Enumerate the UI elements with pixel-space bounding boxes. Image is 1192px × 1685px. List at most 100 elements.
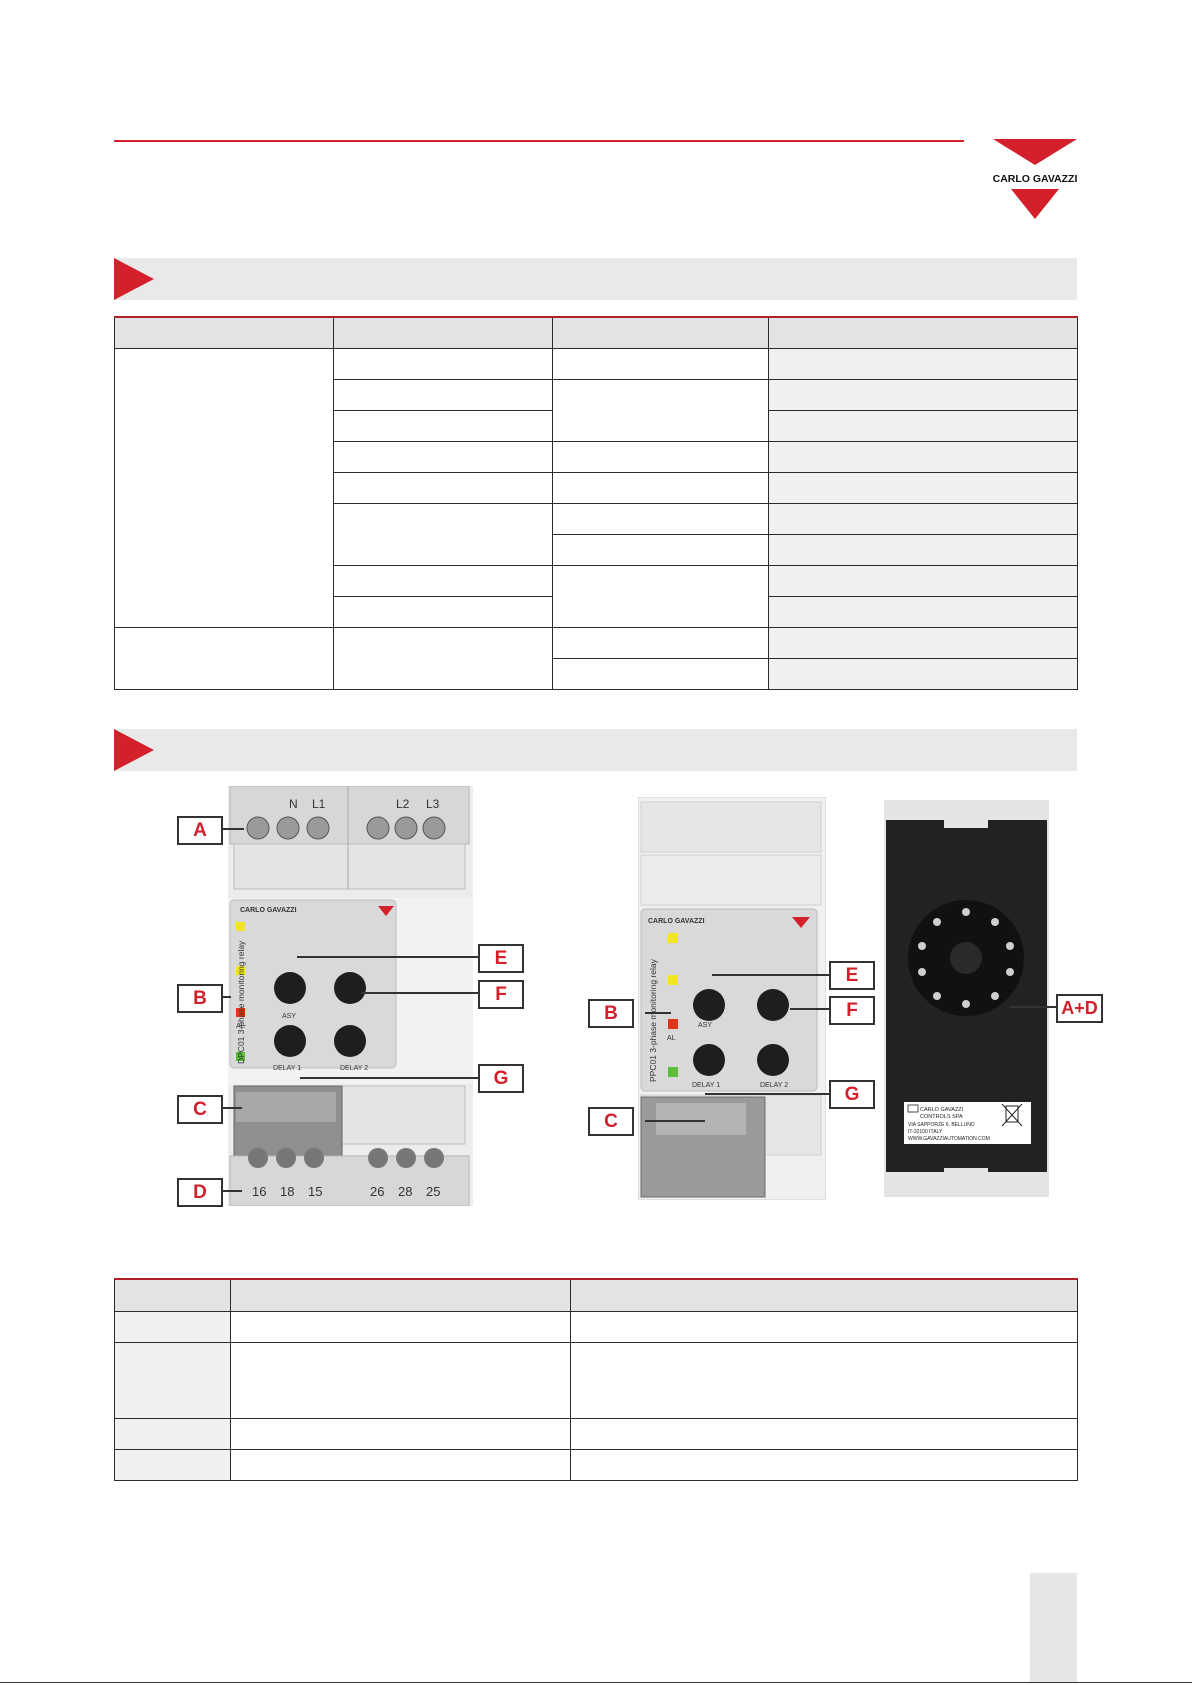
table-cell — [552, 626, 769, 659]
led-green — [668, 1067, 678, 1077]
table-cell — [552, 378, 769, 442]
table-cell — [333, 471, 553, 504]
callout-leader — [645, 1012, 671, 1014]
table-cell — [552, 533, 769, 566]
table-cell — [768, 440, 1078, 473]
table-2-header-cell — [570, 1278, 1078, 1312]
callout-e: E — [829, 961, 875, 990]
label-line: IT-32100 ITALY — [908, 1129, 943, 1135]
table-1-header-cell — [114, 316, 334, 349]
brand-logo: CARLO GAVAZZI — [993, 139, 1077, 219]
product-label — [904, 1102, 1031, 1144]
table-row — [115, 657, 1078, 690]
brand-logo-text: CARLO GAVAZZI — [993, 173, 1077, 185]
socket-pins — [918, 908, 1014, 1008]
front-panel — [640, 908, 818, 1092]
page-number-box — [1030, 1573, 1077, 1683]
section-marker-icon — [114, 729, 154, 771]
led-label: AL — [667, 1035, 676, 1042]
callout-g: G — [478, 1064, 524, 1093]
table-cell — [333, 409, 553, 442]
bottom-terminal-screws — [248, 1148, 444, 1168]
table-cell — [552, 347, 769, 380]
table-cell — [768, 564, 1078, 597]
table-1-header-cell — [768, 316, 1078, 349]
table-cell — [768, 347, 1078, 380]
callout-b: B — [177, 984, 223, 1013]
table-1-header-cell — [552, 316, 769, 349]
table-cell — [552, 657, 769, 690]
terminal-label: L2 — [396, 797, 410, 811]
panel-logo-icon — [792, 917, 810, 928]
led-label: AL — [236, 1023, 245, 1030]
table-2 — [114, 1278, 1078, 1481]
knob-label: DELAY 2 — [340, 1065, 368, 1072]
weee-bin-icon — [1001, 1103, 1023, 1127]
table-cell — [552, 564, 769, 628]
table-row — [114, 626, 1078, 690]
table-1-header-row — [114, 316, 1078, 349]
terminal-label: 18 — [280, 1184, 294, 1199]
device-plugin-relay: CARLO GAVAZZI AL PPC01 3-phase monitorin… — [638, 797, 826, 1200]
callout-d: D — [177, 1178, 223, 1207]
table-cell — [230, 1341, 571, 1419]
knob-label: ASY — [282, 1013, 296, 1020]
led-red — [236, 1008, 245, 1017]
device-din-relay: N L1 L2 L3 CARLO GAVAZZI AL DPC01 3-phas… — [228, 786, 473, 1206]
terminal-label: 16 — [252, 1184, 266, 1199]
callout-c: C — [177, 1095, 223, 1124]
callout-leader — [712, 974, 834, 976]
label-line: VIA SAPPORZE 6, BELLUNO — [908, 1122, 975, 1128]
knobs — [693, 989, 789, 1076]
mail-icon — [907, 1104, 919, 1113]
led-yellow — [236, 966, 245, 975]
table-cell — [570, 1310, 1078, 1343]
label-line: CARLO GAVAZZI — [920, 1107, 964, 1113]
terminal-label: L1 — [312, 797, 326, 811]
table-cell — [333, 564, 553, 597]
table-row — [114, 1448, 1078, 1481]
table-row — [115, 533, 1078, 566]
table-1-header-cell — [333, 316, 553, 349]
panel-model-text: PPC01 3-phase monitoring relay — [648, 958, 658, 1082]
callout-leader — [218, 1190, 242, 1192]
callout-g: G — [829, 1080, 875, 1109]
table-cell — [114, 1417, 231, 1450]
table-row — [114, 347, 1078, 628]
table-row — [114, 1417, 1078, 1450]
callout-c: C — [588, 1107, 634, 1136]
table-row — [115, 595, 1078, 628]
device-rear-view: CARLO GAVAZZI CONTROLS SPA VIA SAPPORZE … — [884, 800, 1049, 1197]
callout-leader — [705, 1093, 834, 1095]
table-cell — [768, 378, 1078, 411]
panel-brand-text: CARLO GAVAZZI — [240, 907, 297, 914]
table-cell — [333, 626, 553, 690]
table-cell — [333, 502, 553, 566]
callout-leader — [297, 956, 480, 958]
table-cell — [114, 626, 334, 690]
callout-leader — [361, 992, 480, 994]
callout-b: B — [588, 999, 634, 1028]
front-panel — [229, 899, 397, 1069]
table-cell — [114, 347, 334, 628]
table-1 — [114, 316, 1078, 690]
table-cell — [230, 1310, 571, 1343]
callout-a: A — [177, 816, 223, 845]
terminal-label: 26 — [370, 1184, 384, 1199]
callout-leader — [218, 996, 231, 998]
table-cell — [768, 595, 1078, 628]
table-cell — [768, 533, 1078, 566]
table-row — [115, 564, 1078, 628]
terminal-label: 25 — [426, 1184, 440, 1199]
callout-e: E — [478, 944, 524, 973]
callout-leader — [218, 828, 244, 830]
section-header-2 — [114, 729, 1077, 771]
table-cell — [230, 1448, 571, 1481]
table-cell — [552, 471, 769, 504]
callout-f: F — [478, 980, 524, 1009]
label-line: WWW.GAVAZZIAUTOMATION.COM — [908, 1136, 990, 1142]
header-rule — [114, 140, 964, 142]
table-cell — [570, 1448, 1078, 1481]
table-row — [115, 440, 1078, 473]
terminal-label: 28 — [398, 1184, 412, 1199]
